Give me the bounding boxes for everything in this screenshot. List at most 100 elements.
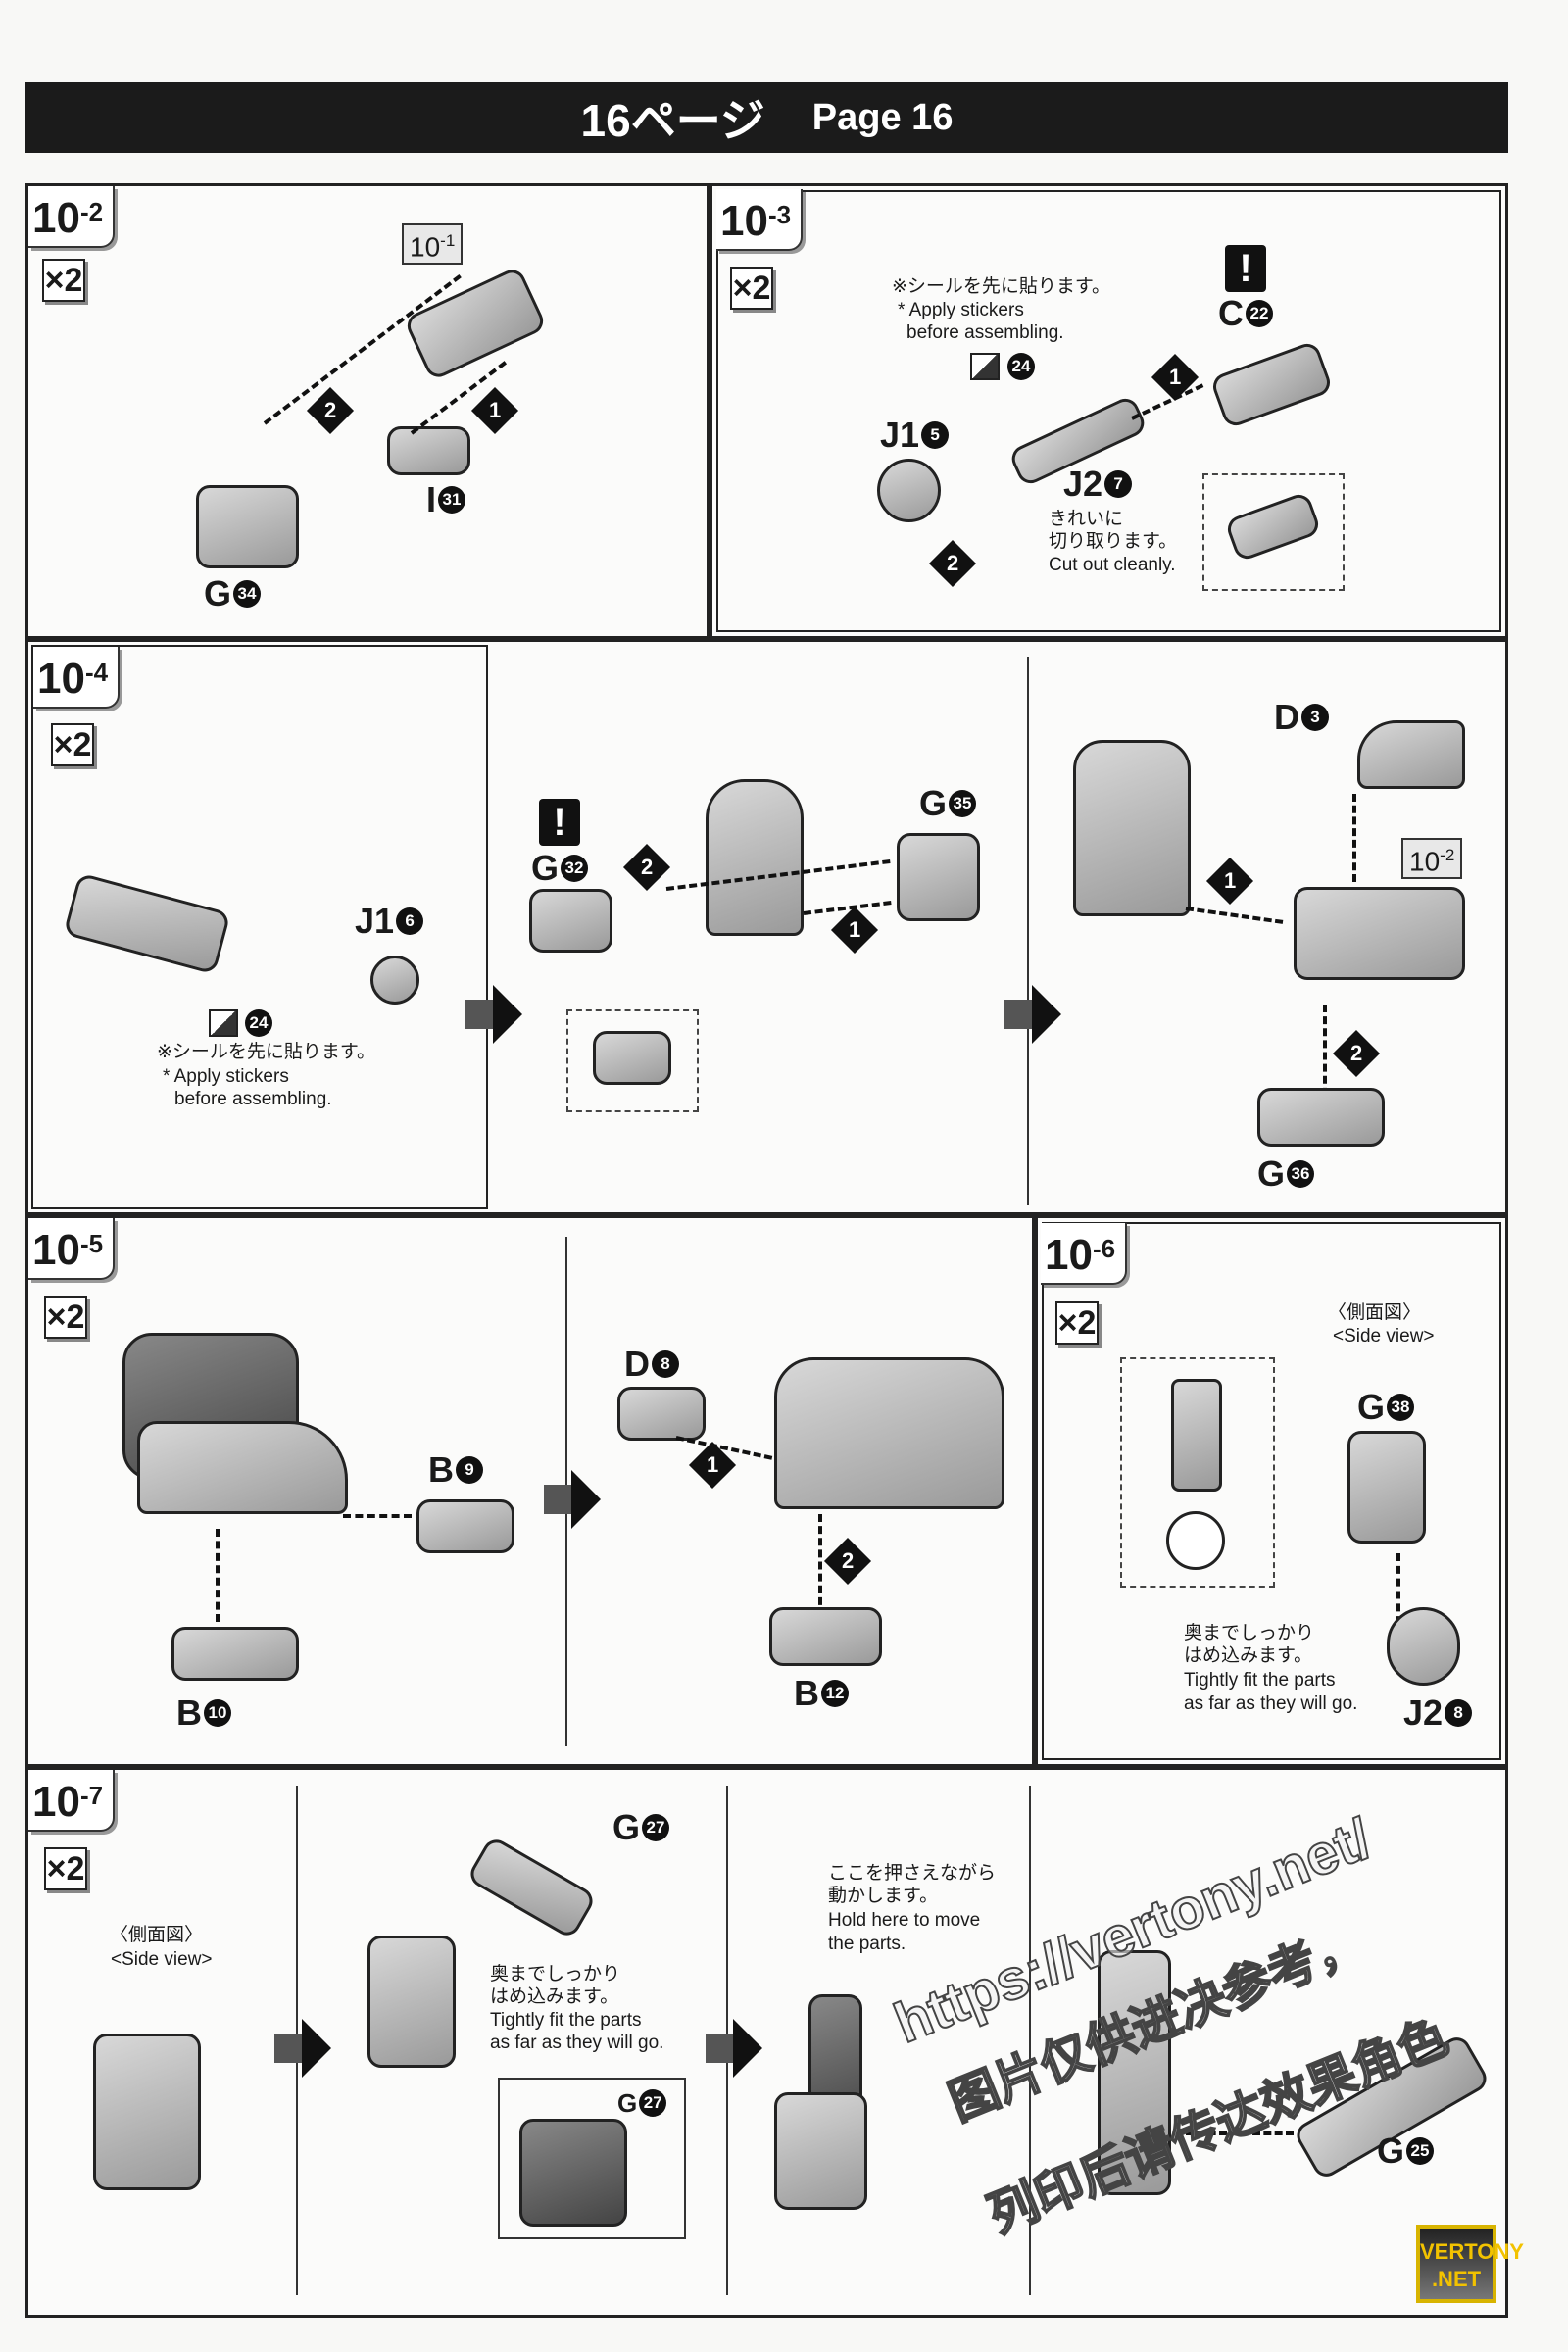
fit-note-en-1: Tightly fit the parts bbox=[1184, 1670, 1336, 1690]
dashed-arrow bbox=[1323, 1004, 1327, 1107]
step-tag-10-7: 10-7 bbox=[28, 1770, 116, 1832]
part-assembly bbox=[93, 2034, 201, 2190]
step-tag-10-3: 10-3 bbox=[716, 189, 804, 251]
part-assembly bbox=[1294, 887, 1465, 980]
sticker-icon bbox=[970, 353, 1000, 380]
part-g35 bbox=[897, 833, 980, 921]
sticker-note-jp: ※シールを先に貼ります。 bbox=[157, 1042, 376, 1062]
cut-note-jp-2: 切り取ります。 bbox=[1049, 531, 1178, 552]
step-10-7-panel bbox=[25, 1767, 1508, 2318]
quantity-badge: ×2 bbox=[44, 1296, 87, 1339]
part-j2-8 bbox=[1387, 1607, 1460, 1686]
sticker-number: 24 bbox=[245, 1009, 272, 1037]
hold-note-en-1: Hold here to move bbox=[828, 1910, 981, 1931]
next-arrow-icon bbox=[544, 1470, 601, 1529]
part-g32 bbox=[529, 889, 612, 953]
ref-tag-10-2: 10-2 bbox=[1401, 838, 1463, 880]
fit-note-en-1: Tightly fit the parts bbox=[490, 2010, 642, 2031]
sticker-note-en-2: before assembling. bbox=[906, 322, 1064, 343]
quantity-badge: ×2 bbox=[1055, 1301, 1099, 1345]
side-view-label-en: <Side view> bbox=[1333, 1326, 1435, 1347]
page-header: 16ページ Page 16 bbox=[25, 82, 1508, 153]
cut-note-en: Cut out cleanly. bbox=[1049, 555, 1176, 575]
part-j1-6 bbox=[370, 956, 419, 1004]
page-title-jp: 16ページ bbox=[580, 95, 765, 146]
next-arrow-icon bbox=[706, 2019, 762, 2078]
part-assembly bbox=[1098, 1950, 1171, 2195]
side-view-label-jp: 〈側面図〉 bbox=[1328, 1302, 1422, 1323]
part-g38 bbox=[1348, 1431, 1426, 1544]
hold-note-jp-2: 動かします。 bbox=[828, 1886, 939, 1906]
step-10-2-panel bbox=[25, 183, 710, 639]
quantity-badge: ×2 bbox=[42, 259, 85, 302]
detail-inset bbox=[1120, 1357, 1275, 1588]
dashed-arrow bbox=[1352, 794, 1356, 882]
next-arrow-icon bbox=[1004, 985, 1061, 1044]
quantity-badge: ×2 bbox=[730, 267, 773, 310]
detail-inset bbox=[566, 1009, 699, 1112]
part-i31 bbox=[387, 426, 470, 475]
step-tag-10-4: 10-4 bbox=[33, 647, 121, 709]
step-tag-10-5: 10-5 bbox=[28, 1218, 116, 1280]
fit-note-jp-2: はめ込みます。 bbox=[1184, 1645, 1313, 1666]
side-view-label-en: <Side view> bbox=[111, 1949, 213, 1970]
part-body bbox=[137, 1421, 348, 1514]
sticker-note-en-2: before assembling. bbox=[174, 1089, 332, 1109]
sticker-note-en-1: * Apply stickers bbox=[898, 300, 1024, 320]
part-b9 bbox=[416, 1499, 514, 1553]
fit-note-jp-1: 奥までしっかり bbox=[1184, 1623, 1315, 1643]
cut-note-jp-1: きれいに bbox=[1049, 509, 1124, 529]
step-10-4-subpanel bbox=[31, 645, 488, 1209]
divider bbox=[1027, 657, 1029, 1205]
part-d8 bbox=[617, 1387, 706, 1441]
step-tag-10-2: 10-2 bbox=[28, 186, 116, 248]
caution-icon: ! bbox=[1225, 245, 1266, 292]
sticker-number: 24 bbox=[1007, 353, 1035, 380]
dashed-arrow bbox=[818, 1514, 822, 1617]
ref-tag-10-1: 10-1 bbox=[402, 223, 464, 266]
part-g36 bbox=[1257, 1088, 1385, 1147]
sticker-note-jp: ※シールを先に貼ります。 bbox=[892, 276, 1111, 297]
dashed-arrow bbox=[1396, 1553, 1400, 1637]
part-assembly bbox=[774, 2092, 867, 2210]
divider bbox=[1029, 1786, 1031, 2295]
part-j1-5 bbox=[877, 459, 941, 522]
next-arrow-icon bbox=[274, 2019, 331, 2078]
dashed-arrow bbox=[343, 1514, 412, 1518]
quantity-badge: ×2 bbox=[44, 1847, 87, 1890]
fit-note-en-2: as far as they will go. bbox=[490, 2033, 664, 2053]
fit-note-en-2: as far as they will go. bbox=[1184, 1693, 1358, 1714]
dashed-arrow bbox=[1186, 2132, 1294, 2135]
page-title-en: Page 16 bbox=[811, 96, 954, 138]
next-arrow-icon bbox=[466, 985, 522, 1044]
part-frame-assembly bbox=[1073, 740, 1191, 916]
part-frame bbox=[706, 779, 804, 936]
side-view-label-jp: 〈側面図〉 bbox=[110, 1925, 204, 1945]
step-tag-10-6: 10-6 bbox=[1041, 1223, 1128, 1285]
part-assembly bbox=[368, 1936, 456, 2068]
part-b10 bbox=[172, 1627, 299, 1681]
part-b12 bbox=[769, 1607, 882, 1666]
part-d3 bbox=[1357, 720, 1465, 789]
detail-inset bbox=[1202, 473, 1345, 591]
fit-note-jp-2: はめ込みます。 bbox=[490, 1986, 619, 2007]
hold-note-jp-1: ここを押さえながら bbox=[828, 1863, 997, 1884]
part-g34 bbox=[196, 485, 299, 568]
caution-icon: ! bbox=[539, 799, 580, 846]
